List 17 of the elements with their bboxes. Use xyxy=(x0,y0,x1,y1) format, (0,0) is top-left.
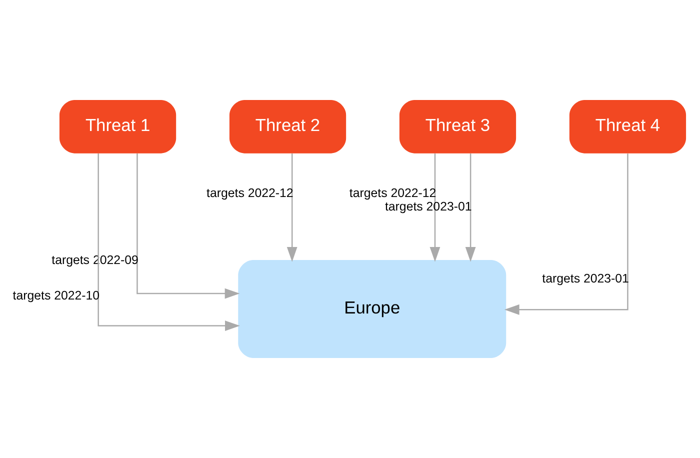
arrow xyxy=(465,154,476,262)
arrow xyxy=(136,153,240,299)
arrow xyxy=(504,154,628,315)
arrow xyxy=(430,154,440,262)
arrow xyxy=(98,154,240,331)
node-box: Threat 3 xyxy=(399,100,516,154)
edge-label: targets 2023-01 xyxy=(384,200,472,214)
edge-label: targets 2022-10 xyxy=(12,288,100,303)
edge-label: targets 2022-12 xyxy=(206,186,294,200)
edge-label: targets 2022-12 xyxy=(349,186,436,200)
node-box: Threat 2 xyxy=(229,100,346,154)
arrow xyxy=(286,154,298,262)
node-box: Europe xyxy=(238,260,506,358)
edge-label: targets 2023-01 xyxy=(542,271,629,286)
node-box: Threat 4 xyxy=(569,100,686,154)
edge-label: targets 2022-09 xyxy=(52,252,138,267)
node-box: Threat 1 xyxy=(59,100,176,154)
